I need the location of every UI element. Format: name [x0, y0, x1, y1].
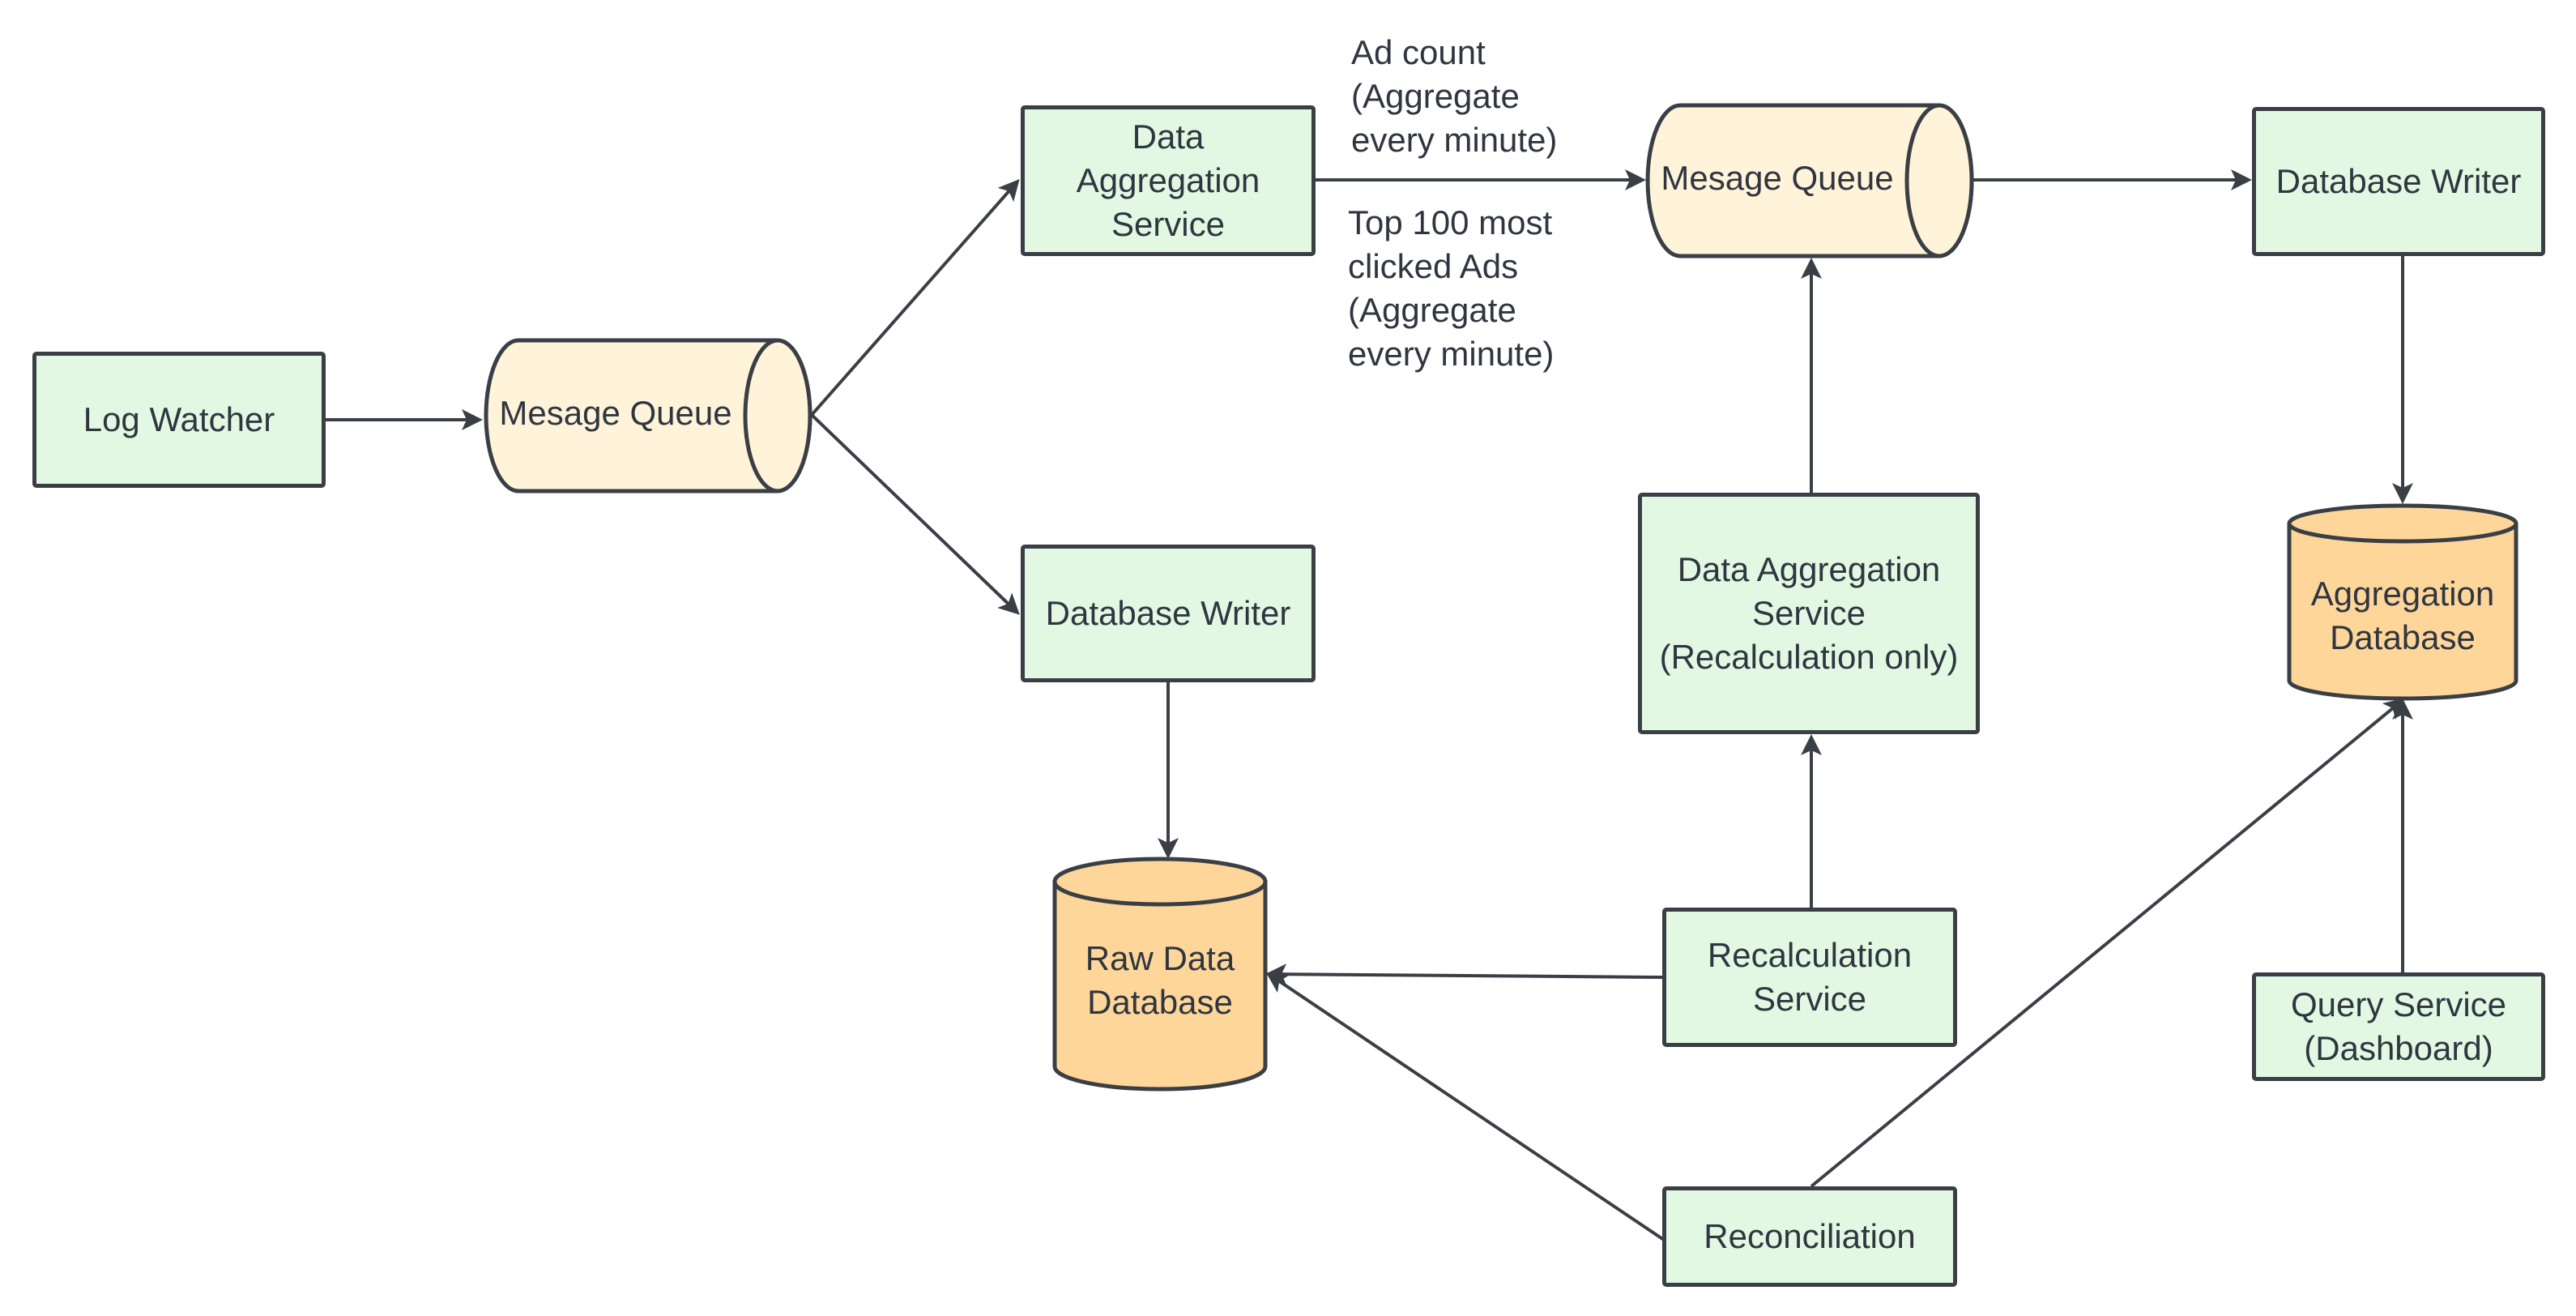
query-service-label: Query Service (Dashboard) [2290, 985, 2507, 1067]
edge-queue1-to-dbwriter1 [810, 413, 1020, 615]
data-aggregation-recalc-label: Data Aggregation Service (Recalculation … [1659, 550, 1959, 676]
edge-queue1-to-aggregation [810, 179, 1020, 417]
raw-data-database-shape [1052, 857, 1268, 1092]
reconciliation-label: Reconciliation [1704, 1217, 1916, 1255]
message-queue-2 [1645, 103, 1974, 258]
edge-reconciliation-to-rawdb [1265, 972, 1665, 1241]
raw-data-database-label: Raw Data Database [1085, 939, 1235, 1021]
recalculation-service-node: Recalculation Service [1662, 908, 1957, 1047]
data-aggregation-recalc-node: Data Aggregation Service (Recalculation … [1638, 493, 1980, 734]
data-aggregation-service-node: Data Aggregation Service [1021, 105, 1316, 256]
database-writer-2-label: Database Writer [2275, 162, 2522, 200]
query-service-node: Query Service (Dashboard) [2252, 972, 2545, 1081]
message-queue-1 [484, 338, 812, 494]
connectors [324, 169, 2413, 1241]
aggregation-database-label: Aggregation Database [2310, 575, 2495, 656]
edge-label-ad-count: Ad count (Aggregate every minute) [1351, 33, 1558, 159]
reconciliation-node: Reconciliation [1662, 1186, 1957, 1287]
database-writer-2-node: Database Writer [2252, 107, 2545, 256]
message-queue-2-label: Mesage Queue [1661, 159, 1894, 197]
database-writer-1-node: Database Writer [1021, 545, 1316, 682]
log-watcher-node: Log Watcher [32, 352, 326, 488]
log-watcher-label: Log Watcher [83, 400, 275, 438]
edge-label-top-100: Top 100 most clicked Ads (Aggregate ever… [1348, 203, 1555, 373]
edge-reconciliation-to-aggdb [1810, 698, 2406, 1188]
database-writer-1-label: Database Writer [1045, 594, 1291, 632]
aggregation-database-shape [2287, 503, 2518, 701]
recalculation-service-label: Recalculation Service [1707, 936, 1913, 1018]
edge-recalc-to-rawdb [1265, 964, 1665, 985]
message-queue-1-label: Mesage Queue [499, 394, 732, 432]
data-aggregation-service-label: Data Aggregation Service [1076, 118, 1260, 243]
